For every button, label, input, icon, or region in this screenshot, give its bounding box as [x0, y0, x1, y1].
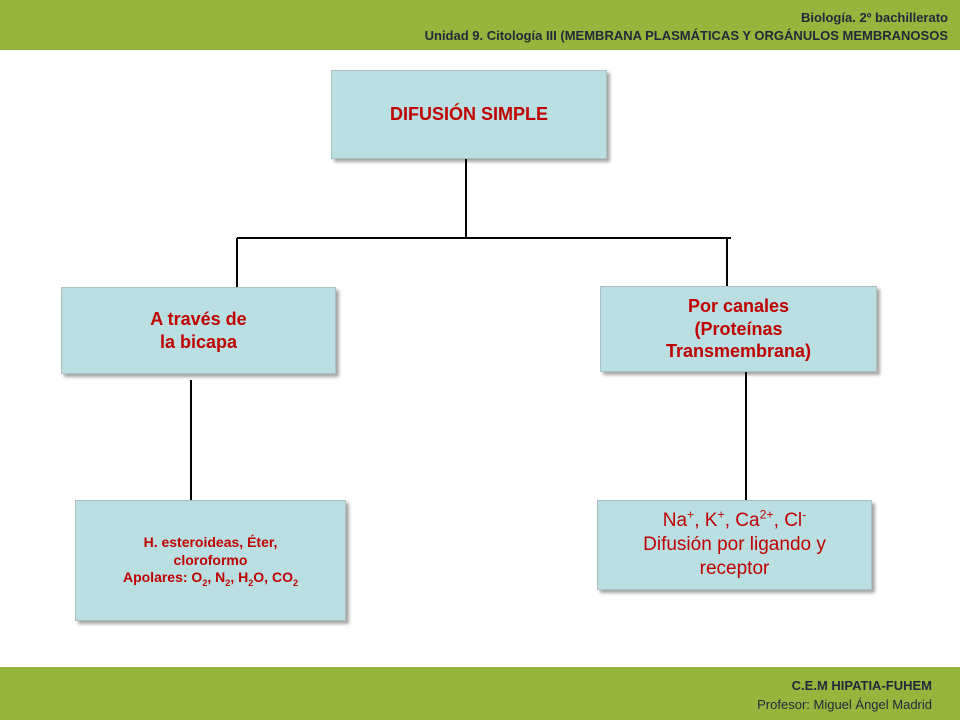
unit-title: Unidad 9. Citología III (MEMBRANA PLASMÁ…	[424, 28, 948, 43]
bilayer-line-2: la bicapa	[159, 331, 238, 352]
teacher-name: Profesor: Miguel Ángel Madrid	[757, 697, 932, 712]
root-node-box: DIFUSIÓN SIMPLE	[331, 70, 607, 159]
potassium-text: , K	[694, 510, 718, 532]
course-title: Biología. 2º bachillerato	[800, 10, 948, 25]
channels-line-3: Transmembrana)	[665, 341, 812, 362]
chloride-text: , Cl	[773, 510, 803, 532]
apolar-prefix: Apolares: O	[122, 569, 203, 586]
hydrogen-text: , H	[230, 569, 249, 586]
bilayer-examples-box: H. esteroideas, Éter, cloroformo Apolare…	[75, 500, 346, 621]
bilayer-examples-line-1: H. esteroideas, Éter,	[143, 534, 278, 551]
school-name: C.E.M HIPATIA-FUHEM	[791, 678, 932, 693]
sodium-charge: +	[687, 508, 695, 523]
header-band: Biología. 2º bachillerato Unidad 9. Cito…	[0, 0, 960, 50]
root-node-label: DIFUSIÓN SIMPLE	[389, 104, 548, 125]
oxygen-co-text: O, CO	[253, 569, 293, 586]
h2-subscript: 2	[248, 578, 254, 589]
calcium-text: , Ca	[724, 510, 760, 532]
footer-band: C.E.M HIPATIA-FUHEM Profesor: Miguel Áng…	[0, 667, 960, 720]
bilayer-line-1: A través de	[150, 309, 247, 329]
co2-subscript: 2	[292, 578, 299, 589]
channel-examples-box: Na+, K+, Ca2+, Cl- Difusión por ligando …	[597, 500, 872, 590]
bilayer-examples-line-3: Apolares: O2, N2, H2O, CO2	[123, 569, 298, 587]
potassium-charge: +	[717, 508, 725, 523]
bilayer-node-box: A través de la bicapa	[61, 287, 336, 374]
channels-node-box: Por canales (Proteínas Transmembrana)	[600, 286, 877, 372]
ions-line: Na+, K+, Ca2+, Cl-	[663, 509, 807, 533]
o2-subscript: 2	[202, 578, 208, 589]
channels-line-2: (Proteínas	[694, 318, 783, 339]
nitrogen-text: , N	[207, 569, 226, 586]
calcium-charge: 2+	[759, 508, 774, 523]
channel-examples-line-3: receptor	[699, 557, 770, 579]
bilayer-examples-line-2: cloroformo	[173, 551, 248, 568]
chloride-charge: -	[802, 508, 807, 523]
channels-line-1: Por canales	[687, 296, 790, 317]
sodium-text: Na	[662, 510, 688, 532]
channel-examples-line-2: Difusión por ligando y	[643, 534, 826, 556]
n2-subscript: 2	[225, 578, 231, 589]
